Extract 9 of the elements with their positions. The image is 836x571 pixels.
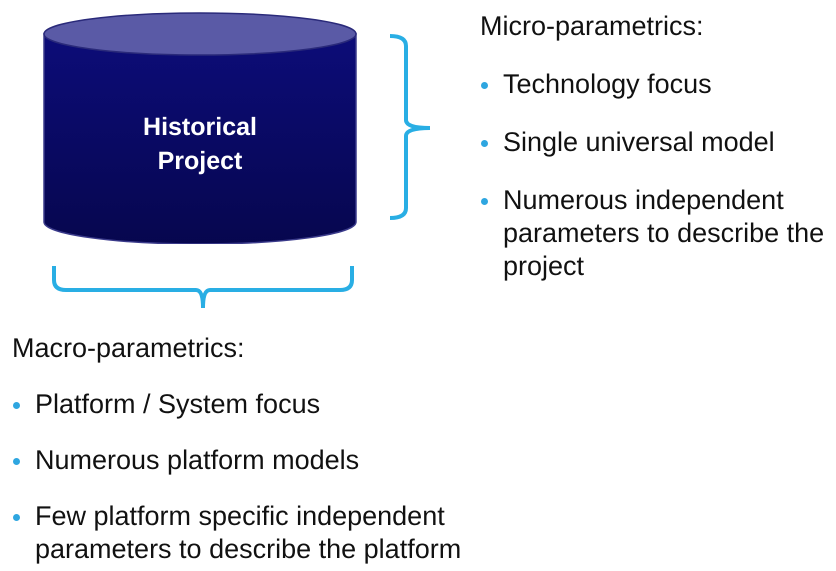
bullet-text: Numerous platform models xyxy=(35,444,360,477)
list-heading: Micro-parametrics: xyxy=(480,10,705,43)
bullet-text: Few platform specific independent parameters to describe the platform xyxy=(35,500,462,566)
list-heading: Macro-parametrics: xyxy=(12,332,246,365)
bullet-text: Technology focus xyxy=(503,68,713,101)
node-title: Historical Project xyxy=(142,112,258,177)
bullet-text: Numerous independent parameters to describe the project xyxy=(503,184,825,283)
bullet-text: Platform / System focus xyxy=(35,388,322,421)
bullet-text: Single universal model xyxy=(503,126,776,159)
